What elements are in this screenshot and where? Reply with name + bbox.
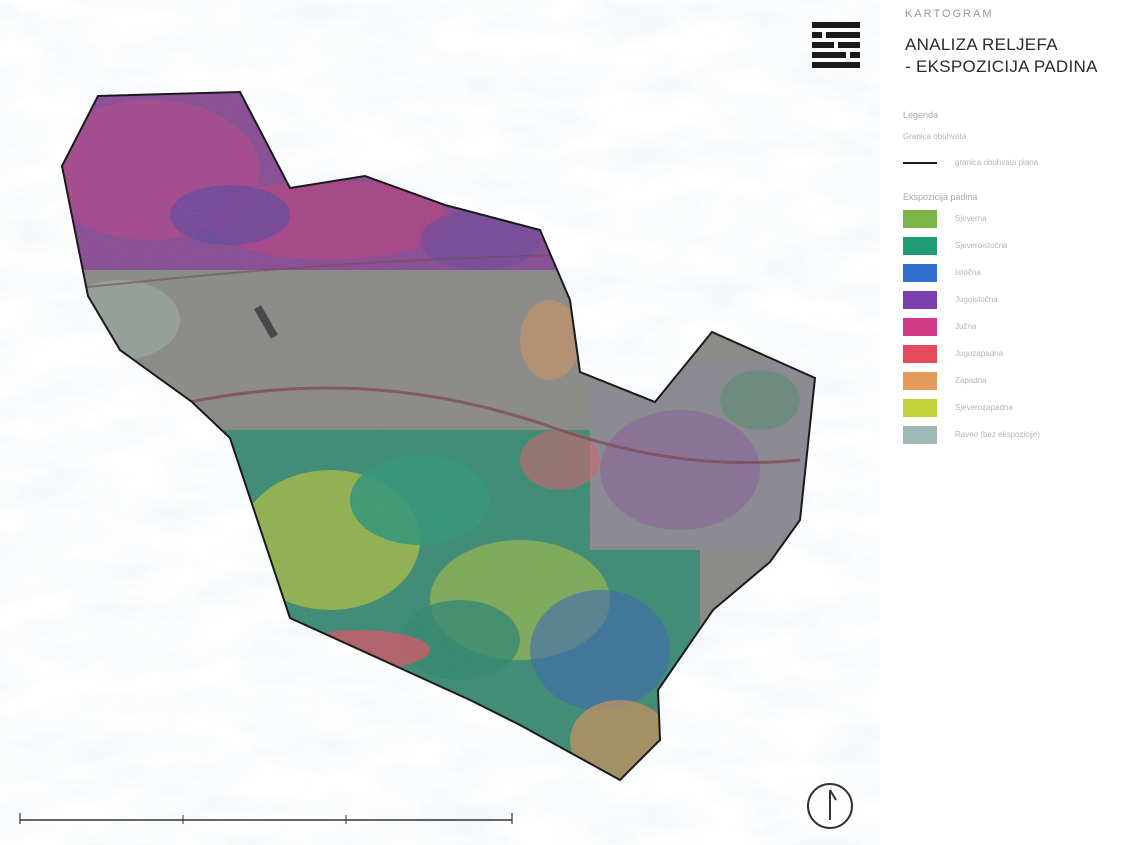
legend-item: Ravno (bez ekspozicije) bbox=[903, 426, 1118, 444]
legend-item: Jugozapadna bbox=[903, 345, 1118, 363]
logo-icon bbox=[812, 22, 860, 68]
legend-item-label: Južna bbox=[955, 322, 977, 331]
legend-item-label: Zapadna bbox=[955, 376, 987, 385]
plan-boundary bbox=[60, 90, 817, 782]
scale-bar bbox=[19, 813, 513, 824]
legend-boundary-label: granica obuhvata plana bbox=[955, 158, 1039, 167]
legend-swatch bbox=[903, 372, 937, 390]
legend-item-label: Istočna bbox=[955, 268, 981, 277]
legend-swatch bbox=[903, 345, 937, 363]
map-svg bbox=[0, 0, 880, 845]
map-title-line-1: ANALIZA RELJEFA bbox=[905, 35, 1058, 54]
legend-swatch bbox=[903, 291, 937, 309]
legend-item: Istočna bbox=[903, 264, 1118, 282]
legend-item-label: Sjeverozapadna bbox=[955, 403, 1013, 412]
legend-item: Zapadna bbox=[903, 372, 1118, 390]
north-arrow-icon bbox=[807, 783, 853, 829]
legend-item: Sjeveroistočna bbox=[903, 237, 1118, 255]
legend-item-label: Jugoistočna bbox=[955, 295, 998, 304]
title-block: KARTOGRAM ANALIZA RELJEFA - EKSPOZICIJA … bbox=[905, 8, 1115, 78]
legend-boundary-row: granica obuhvata plana bbox=[903, 154, 1118, 172]
boundary-line-symbol bbox=[903, 162, 937, 164]
legend-swatch bbox=[903, 318, 937, 336]
legend-item-label: Ravno (bez ekspozicije) bbox=[955, 430, 1040, 439]
legend-swatch bbox=[903, 426, 937, 444]
legend-item: Jugoistočna bbox=[903, 291, 1118, 309]
legend-item-label: Sjeverna bbox=[955, 214, 987, 223]
legend-item: Sjeverna bbox=[903, 210, 1118, 228]
legend-item: Sjeverozapadna bbox=[903, 399, 1118, 417]
map-subtitle: KARTOGRAM bbox=[905, 8, 994, 20]
legend-swatch bbox=[903, 399, 937, 417]
legend-classes-heading: Ekspozicija padina bbox=[903, 192, 978, 202]
legend-item: Južna bbox=[903, 318, 1118, 336]
legend-boundary-heading-row: Granica obuhvata bbox=[903, 128, 1118, 146]
map-title-line-2: - EKSPOZICIJA PADINA bbox=[905, 57, 1098, 76]
legend-swatch bbox=[903, 237, 937, 255]
legend: Legenda Granica obuhvata granica obuhvat… bbox=[903, 108, 1118, 453]
map-area[interactable] bbox=[0, 0, 880, 845]
legend-item-label: Jugozapadna bbox=[955, 349, 1004, 358]
legend-heading: Legenda bbox=[903, 110, 939, 120]
legend-item-label: Sjeveroistočna bbox=[955, 241, 1008, 250]
legend-boundary-heading: Granica obuhvata bbox=[903, 132, 967, 141]
legend-swatch bbox=[903, 210, 937, 228]
legend-swatch bbox=[903, 264, 937, 282]
